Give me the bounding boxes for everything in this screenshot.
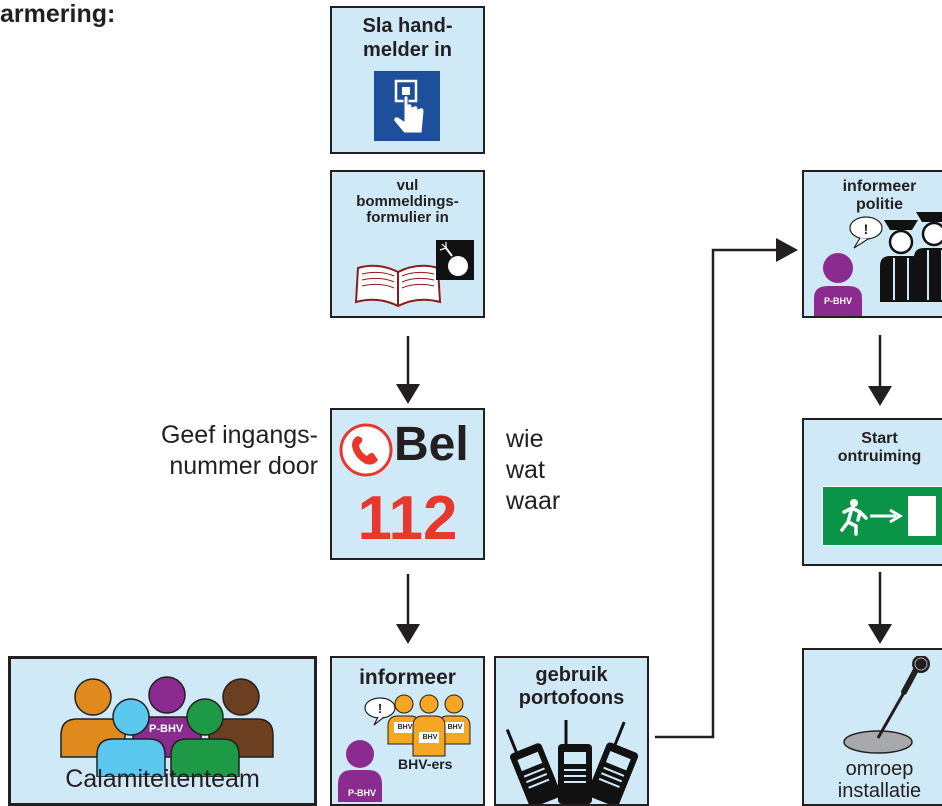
bommelding-line1: vul [396, 177, 419, 194]
bommelding-line3: formulier in [366, 209, 449, 226]
page-title: armering: [0, 0, 116, 28]
handmelder-box: Sla hand- melder in [330, 6, 485, 154]
bomb-icon [436, 240, 474, 280]
informeer-bhv-box: informeer ! BHV BHV BHV BHV-ers P-BHV [330, 656, 485, 806]
arrow-portofoons-to-politie [655, 238, 798, 739]
handmelder-line1: Sla hand- [362, 15, 453, 37]
omroep-box: omroep installatie [802, 648, 942, 806]
svg-text:!: ! [378, 701, 382, 716]
team-role-label: P-BHV [149, 723, 184, 735]
bel-112-box: Bel 112 [330, 408, 485, 560]
ontruiming-box: Start ontruiming [802, 418, 942, 566]
phone-icon [339, 423, 393, 477]
svg-text:!: ! [864, 221, 869, 237]
calamiteitenteam-label: Calamiteitenteam [65, 765, 260, 793]
speech-bubble-icon: ! [364, 697, 396, 726]
left-note: Geef ingangs- nummer door [144, 420, 318, 482]
team-people-icon [60, 676, 274, 777]
bhv-person-icon [387, 694, 421, 745]
handmelder-line2: melder in [363, 39, 452, 61]
portofoons-line2: portofoons [518, 687, 625, 709]
ontruiming-line2: ontruiming [837, 448, 922, 465]
right-note-line2: wat [506, 456, 545, 484]
right-note-line3: waar [506, 487, 561, 515]
politie-role-label: P-BHV [823, 296, 852, 306]
arrow-ontruiming-to-omroep [868, 572, 892, 644]
left-note-line1: Geef ingangs- [160, 421, 318, 449]
inform-police-icon: ! [814, 212, 942, 316]
p-bhv-person-icon [338, 740, 382, 802]
walkie-talkie-icon [505, 720, 639, 804]
arrow-bel-to-informeer [396, 574, 420, 644]
book-icon [354, 264, 442, 308]
arrow-politie-to-ontruiming [868, 335, 892, 406]
omroep-line1: omroep [845, 758, 914, 780]
speech-bubble-icon: ! [849, 216, 883, 249]
person-icon [170, 698, 240, 777]
bommelding-line2: bommeldings- [356, 193, 459, 210]
ontruiming-line1: Start [861, 430, 898, 447]
police-icon [880, 220, 922, 302]
person-icon [96, 698, 166, 777]
bhv-badge-2: BHV [422, 734, 438, 741]
left-note-line2: nummer door [169, 452, 318, 480]
bommelding-box: vul bommeldings- formulier in [330, 170, 485, 318]
p-bhv-person-icon [814, 253, 862, 316]
portofoons-box: gebruik portofoons [494, 656, 649, 806]
politie-line1: informeer [842, 178, 917, 195]
arrow-bommelding-to-bel [396, 336, 420, 404]
bhv-badge-1: BHV [397, 724, 413, 731]
emergency-number: 112 [357, 484, 458, 553]
politie-line2: politie [855, 196, 904, 213]
exit-sign-icon [822, 486, 942, 546]
microphone-icon [843, 656, 930, 754]
inform-bhv-icon: ! [338, 694, 471, 802]
right-note: wie wat waar [506, 424, 560, 517]
bhv-person-icon [412, 694, 446, 757]
calamiteitenteam-box: P-BHV Calamiteitenteam [8, 656, 317, 806]
bel-word: Bel [394, 418, 469, 471]
informeer-role-label: P-BHV [347, 788, 376, 798]
right-note-line1: wie [506, 425, 544, 453]
portofoons-line1: gebruik [535, 664, 608, 686]
informeer-title: informeer [359, 666, 456, 689]
bhv-group-label: BHV-ers [398, 756, 453, 772]
police-icon [914, 212, 942, 302]
omroep-line2: installatie [837, 780, 922, 802]
politie-box: informeer politie ! P-BHV [802, 170, 942, 318]
bhv-person-icon [437, 694, 471, 745]
alarm-button-icon [374, 71, 440, 141]
bhv-badge-3: BHV [447, 724, 463, 731]
